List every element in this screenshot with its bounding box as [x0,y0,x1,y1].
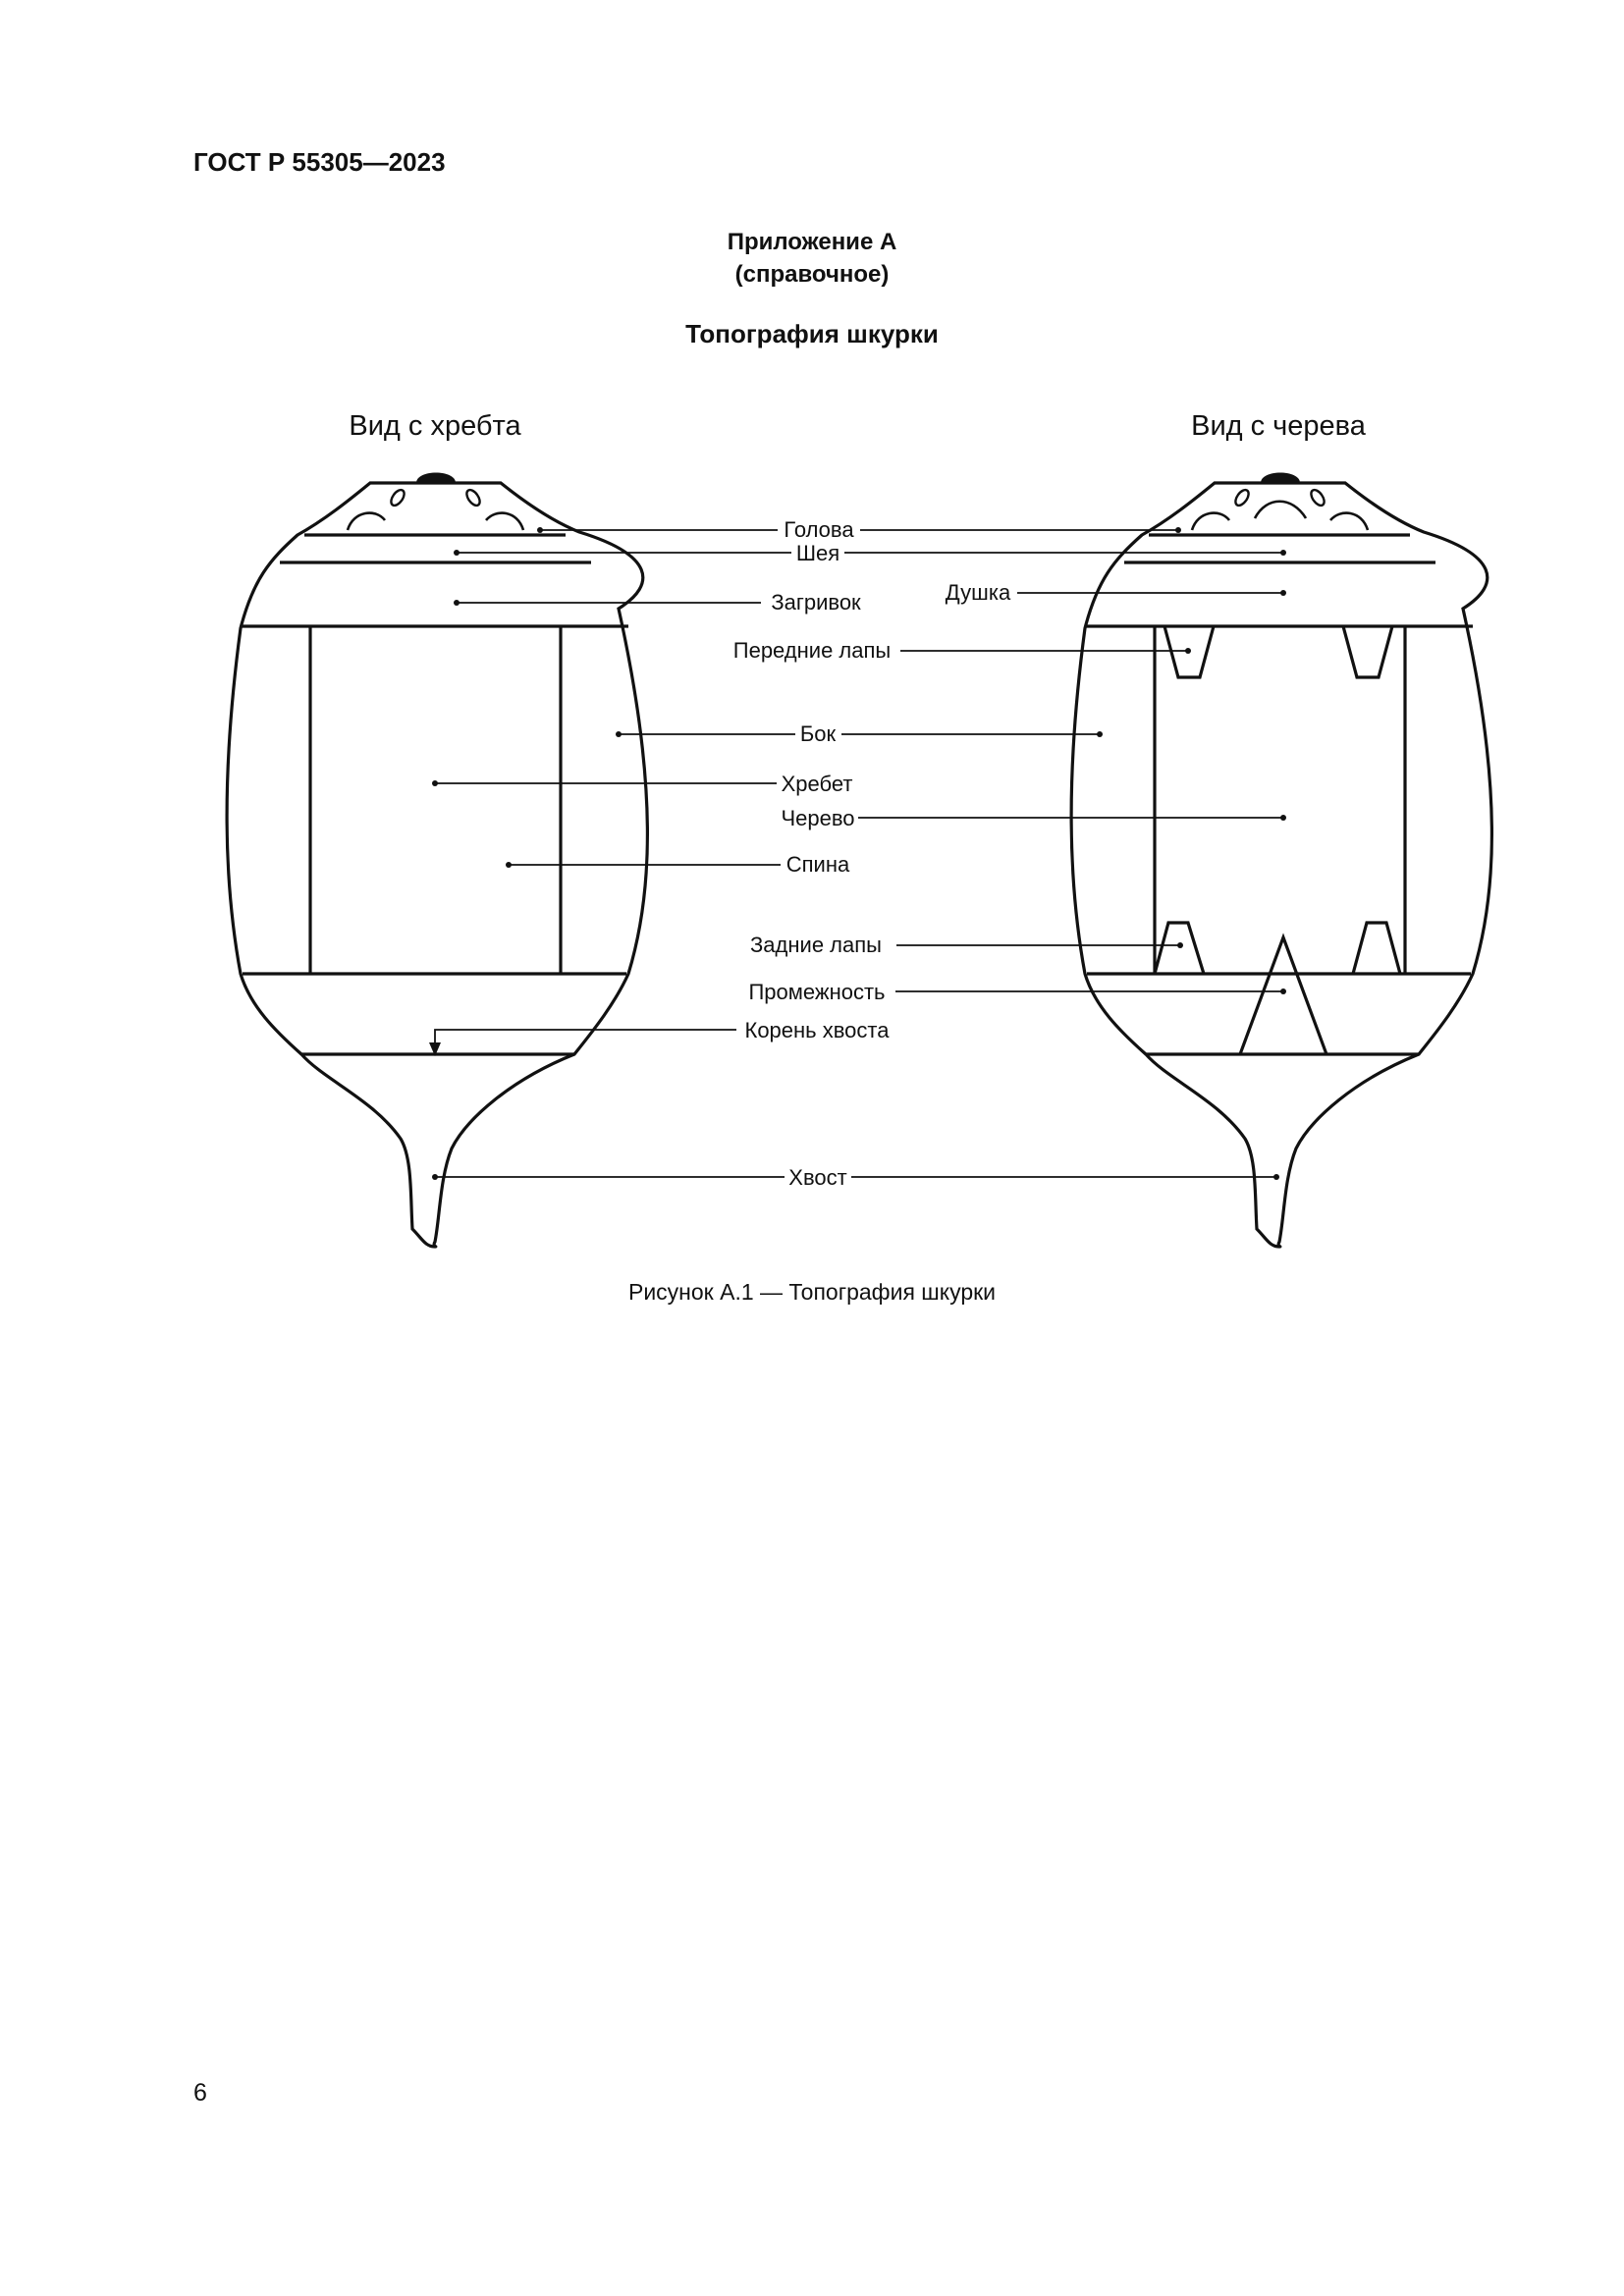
label-tail: Хвост [788,1165,846,1190]
right-eye-right [1310,488,1326,507]
left-ear-right [485,511,525,531]
right-ear-right [1329,511,1370,531]
label-dushka: Душка [946,580,1011,605]
figure-caption: Рисунок А.1 — Топография шкурки [627,1279,997,1305]
label-belly: Черево [781,806,854,830]
document-code: ГОСТ Р 55305—2023 [193,147,446,177]
left-eye-left [390,488,406,507]
right-pelt-diagram [1069,481,1493,1249]
leader-lines [434,529,1283,1178]
right-mouth [1253,500,1308,519]
right-hind-paw-left [1153,921,1206,975]
right-perineum-triangle [1238,933,1328,1055]
right-pelt-outline [1069,481,1493,1249]
left-eye-right [465,488,481,507]
left-pelt-diagram [225,481,649,1249]
section-title: Топография шкурки [685,319,939,348]
label-head: Голова [784,517,854,542]
label-neck: Шея [796,541,839,565]
label-back: Спина [786,852,850,877]
right-nose [1261,472,1300,483]
right-front-paw-left [1163,625,1216,679]
appendix-heading: Приложение А (справочное) [0,226,1624,291]
left-nose [416,472,456,483]
label-side: Бок [800,721,837,746]
label-front-paws: Передние лапы [733,638,891,663]
label-perineum: Промежность [748,980,885,1004]
appendix-subtitle: (справочное) [734,261,890,288]
leader-dots [432,527,1286,1180]
label-ridge: Хребет [782,772,853,796]
left-pelt-outline [225,481,649,1249]
appendix-title: Приложение А [727,229,897,255]
label-hind-paws: Задние лапы [750,933,882,957]
left-ear-left [346,511,387,531]
right-view-title: Вид с черева [1191,410,1367,442]
right-hind-paw-right [1351,921,1402,975]
label-tail-root: Корень хвоста [745,1018,891,1042]
right-ear-left [1190,511,1231,531]
tail-root-arrowhead [429,1042,441,1056]
part-labels: Голова Шея Загривок Душка Передние лапы … [733,517,1011,1190]
left-view-title: Вид с хребта [349,410,521,442]
right-front-paw-right [1341,625,1394,679]
pelt-topography-figure: Вид с хребта Вид с черева [225,410,1493,1249]
page-number: 6 [193,2079,207,2107]
right-eye-left [1234,488,1250,507]
label-scruff: Загривок [771,590,861,614]
